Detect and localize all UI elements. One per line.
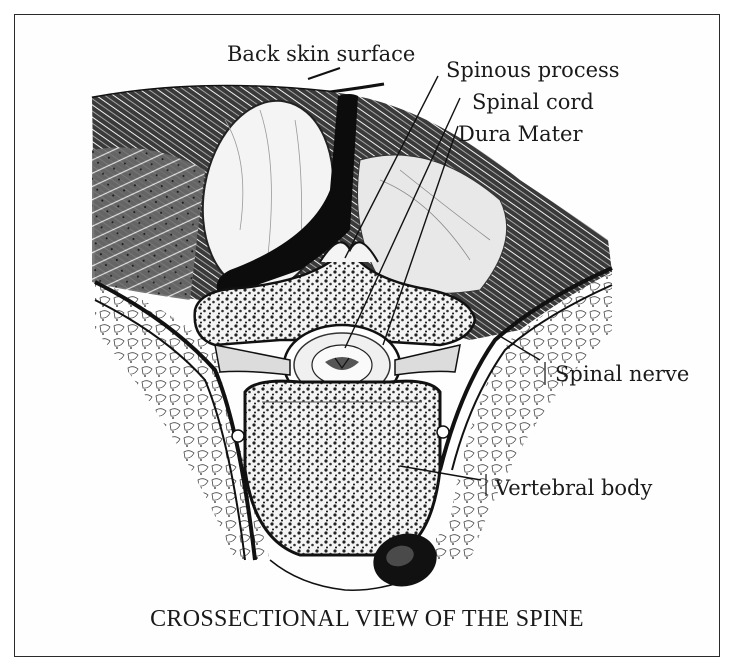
label-spinal-nerve: Spinal nerve: [555, 364, 689, 385]
label-vertebral-body: Vertebral body: [495, 478, 652, 499]
back-skin-leader: [308, 68, 340, 79]
label-spinous-process: Spinous process: [446, 60, 620, 81]
label-back-skin-surface: Back skin surface: [227, 44, 415, 65]
label-spinal-cord: Spinal cord: [472, 92, 594, 113]
label-dura-mater: Dura Mater: [458, 124, 583, 145]
figure-caption: CROSSECTIONAL VIEW OF THE SPINE: [14, 606, 720, 633]
